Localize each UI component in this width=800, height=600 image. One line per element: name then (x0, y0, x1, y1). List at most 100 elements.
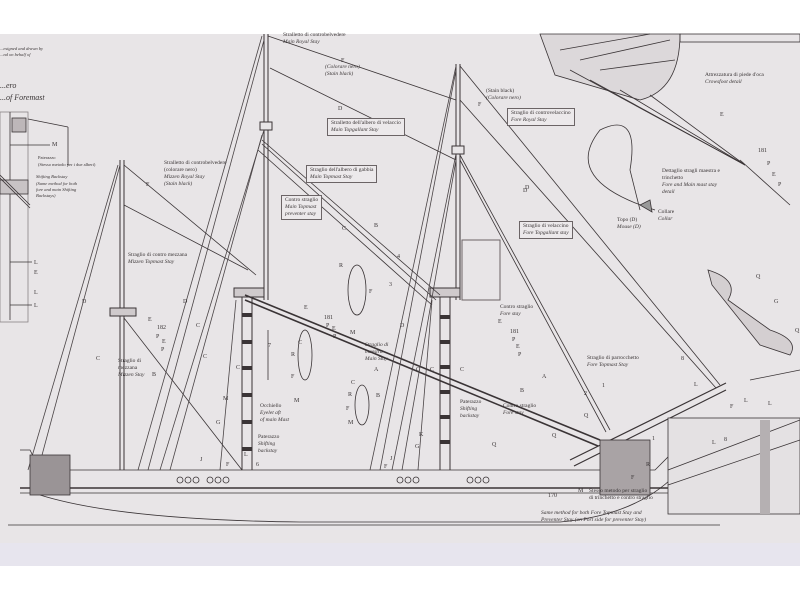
marker: D (525, 185, 530, 191)
marker: 8 (724, 437, 727, 443)
marker: F (346, 406, 350, 412)
marker: C (351, 380, 356, 386)
marker: 1 (602, 383, 605, 389)
marker: G (774, 299, 779, 305)
label-mizzen-royal-stay: Stralletto di controbelvedere(colorare n… (164, 160, 227, 187)
marker: M (578, 488, 584, 494)
label-same-method-en: Same method for both Fore Topmast Stay a… (541, 510, 647, 523)
marker: C (342, 226, 347, 232)
shifting-note-2: fore and main Shifting (36, 187, 77, 192)
fore-mast-bands (440, 315, 450, 444)
marker: B (374, 223, 379, 229)
marker: D (523, 188, 528, 194)
marker: M (52, 142, 58, 148)
crowsfoot-detail (539, 33, 800, 213)
marker: M (294, 398, 300, 404)
mizzen-mast (109, 160, 137, 470)
shifting-backstay-label: Shifting Backstay (36, 174, 68, 179)
marker: 8 (681, 356, 684, 362)
marker: C (203, 354, 208, 360)
marker: 3 (389, 282, 392, 288)
marker: F (291, 374, 295, 380)
marker: E (498, 319, 502, 325)
marker: 1 (652, 436, 655, 442)
marker: E (34, 270, 38, 276)
marker: M (348, 420, 354, 426)
marker: F (226, 462, 230, 468)
marker: D (400, 323, 405, 329)
marker: B (376, 393, 381, 399)
paterazzo-note: (Stesso metodo per i due alberi) (38, 162, 96, 167)
marker: L (712, 440, 716, 446)
marker: P (767, 161, 771, 167)
marker: D (183, 299, 188, 305)
marker: Q (492, 442, 497, 448)
marker: B (520, 388, 525, 394)
marker: L (34, 260, 38, 266)
label-mouse: Topo (D)Mouse (D) (617, 217, 641, 230)
marker: R (291, 352, 296, 358)
marker: R (348, 392, 353, 398)
marker: F (478, 102, 482, 108)
label-stain-colour-fore: (Stain black)(Colorare nero) (486, 88, 521, 101)
marker: 7 (268, 343, 271, 349)
marker: P (326, 323, 330, 329)
stay-collar-detail (707, 269, 800, 381)
marker: P (778, 182, 782, 188)
detail-title-en: ...of Foremast (0, 93, 45, 102)
backstays (27, 35, 457, 471)
designer-note-2: ...nd on behalf of (0, 52, 31, 57)
marker: E (720, 112, 724, 118)
marker: A (374, 367, 379, 373)
main-mast (233, 34, 273, 470)
marker: 4 (397, 254, 400, 260)
marker: C (430, 367, 435, 373)
marker: P (518, 352, 522, 358)
marker: E (332, 326, 336, 332)
marker: M (223, 396, 229, 402)
marker: R (646, 462, 651, 468)
marker: E (772, 172, 776, 178)
foremast-detail-drawing (0, 111, 69, 323)
marker: C (196, 323, 201, 329)
marker: 182 (157, 325, 166, 331)
marker: 181 (758, 148, 767, 154)
marker: Q (756, 274, 761, 280)
marker: 181 (324, 315, 333, 321)
designer-note-1: ...esigned and drawn by (0, 46, 43, 51)
marker: P (156, 334, 160, 340)
marker: P (512, 337, 516, 343)
marker: L (744, 398, 748, 404)
hull (8, 439, 720, 526)
marker: A (542, 374, 547, 380)
marker: J (200, 457, 203, 463)
marker: E (304, 305, 308, 311)
marker: F (730, 404, 734, 410)
label-colour-note-top: (Colorare nero)(Stain black) (325, 64, 360, 77)
paterazzo-label: Paterazzo (38, 155, 56, 160)
marker: 181 (510, 329, 519, 335)
shifting-note-1: (Same method for both (36, 181, 78, 186)
marker: 170 (548, 493, 557, 499)
marker: C (416, 367, 421, 373)
marker: J (390, 456, 393, 462)
marker: K (419, 432, 424, 438)
marker: L (768, 401, 772, 407)
marker: D (338, 106, 343, 112)
marker: L (694, 382, 698, 388)
bowsprit-detail-inset (667, 417, 800, 515)
